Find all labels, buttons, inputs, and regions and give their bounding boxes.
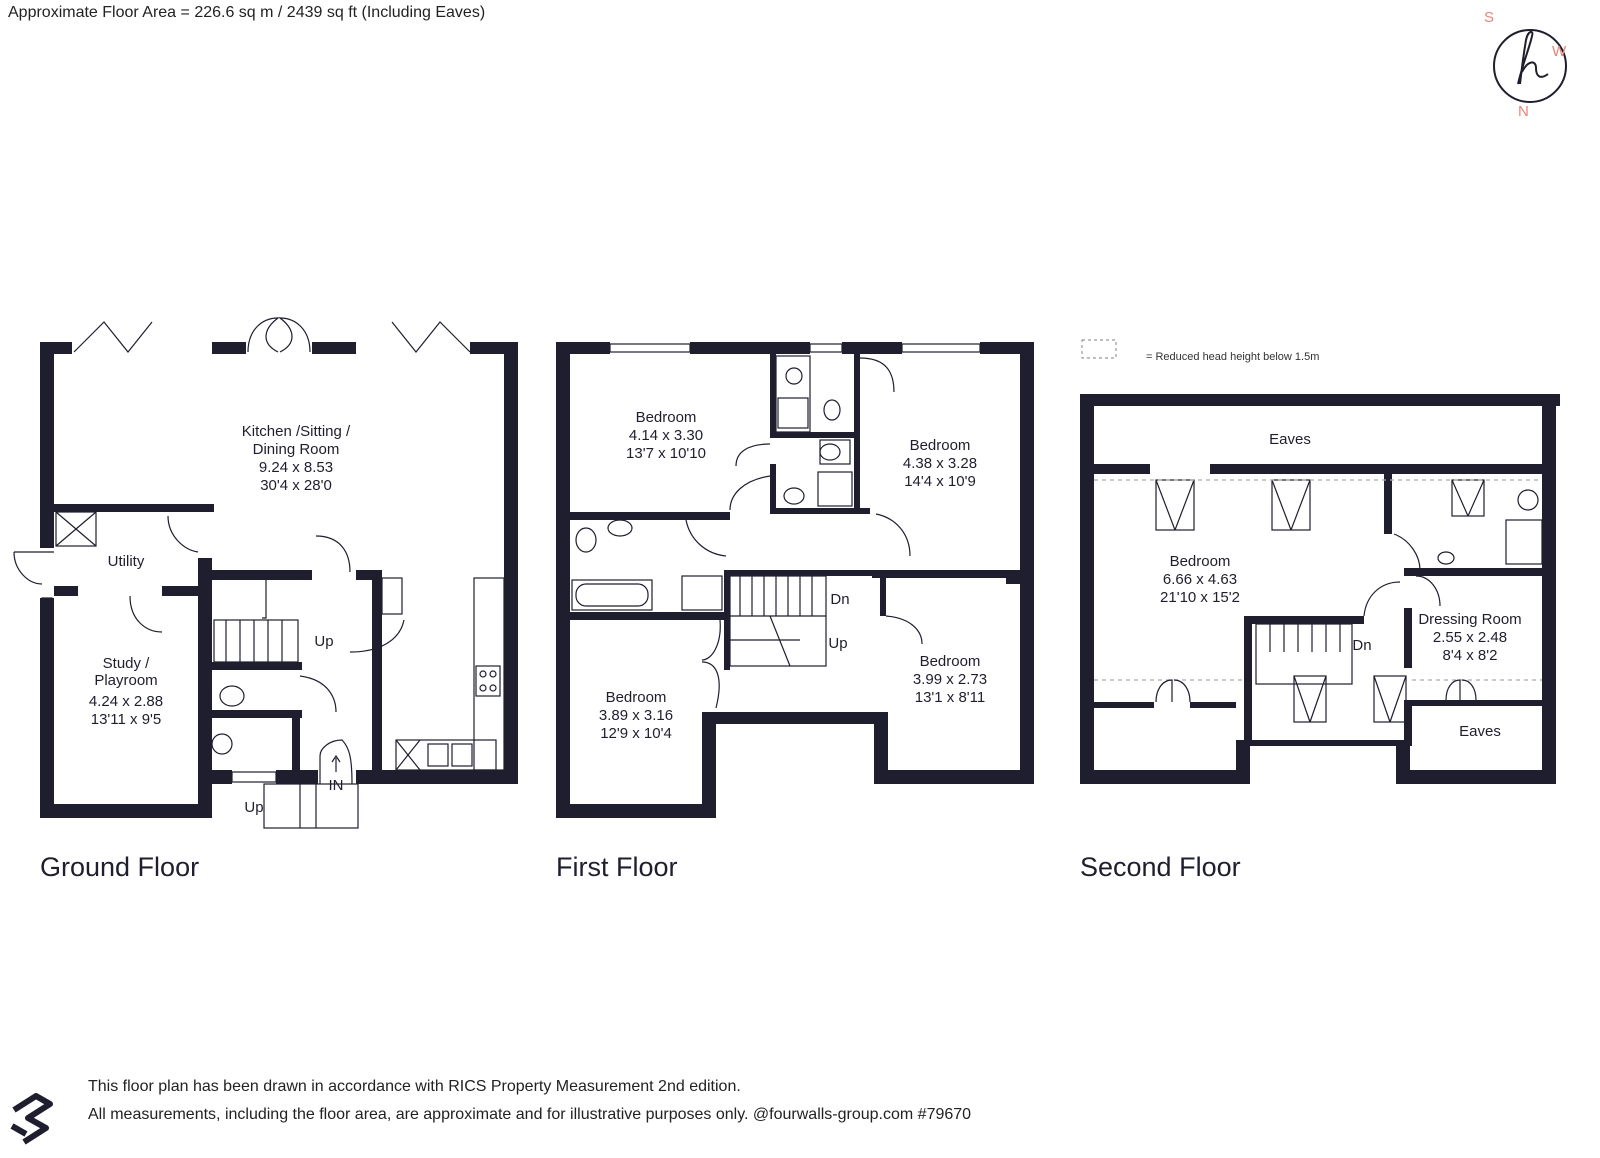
sf-bed-name: Bedroom	[1170, 553, 1231, 570]
entrance-label: IN	[329, 777, 344, 794]
kitchen-imperial: 30'4 x 28'0	[260, 477, 332, 494]
sf-dressing-imperial: 8'4 x 8'2	[1443, 647, 1498, 664]
study-metric: 4.24 x 2.88	[89, 693, 163, 710]
ff-bed2-metric: 4.38 x 3.28	[903, 455, 977, 472]
ff-bed3-imperial: 12'9 x 10'4	[600, 725, 672, 742]
footer-line-1: This floor plan has been drawn in accord…	[88, 1078, 741, 1095]
footer-line-2: All measurements, including the floor ar…	[88, 1106, 972, 1123]
sf-bed-metric: 6.66 x 4.63	[1163, 571, 1237, 588]
floor-area-header: Approximate Floor Area = 226.6 sq m / 24…	[8, 4, 486, 21]
ff-dn-label: Dn	[830, 591, 849, 608]
kitchen-label-1: Kitchen /Sitting /	[242, 423, 351, 440]
sf-bed-imperial: 21'10 x 15'2	[1160, 589, 1240, 606]
sf-eaves-top: Eaves	[1269, 431, 1311, 448]
entry-up-label: Up	[244, 799, 263, 816]
ff-bed4-name: Bedroom	[920, 653, 981, 670]
legend-text: = Reduced head height below 1.5m	[1146, 351, 1320, 363]
utility-label: Utility	[108, 553, 145, 570]
ground-floor-title: Ground Floor	[40, 852, 200, 882]
sf-dressing-name: Dressing Room	[1418, 611, 1521, 628]
compass-s: S	[1484, 9, 1494, 26]
sf-dn-label: Dn	[1352, 637, 1371, 654]
kitchen-label-2: Dining Room	[253, 441, 340, 458]
ff-up-label: Up	[828, 635, 847, 652]
ff-bed1-imperial: 13'7 x 10'10	[626, 445, 706, 462]
study-label-2: Playroom	[94, 672, 157, 689]
compass-w: W	[1552, 43, 1567, 60]
study-imperial: 13'11 x 9'5	[91, 711, 162, 728]
room-labels: Kitchen /Sitting / Dining Room 9.24 x 8.…	[89, 409, 1522, 816]
sf-dressing-metric: 2.55 x 2.48	[1433, 629, 1507, 646]
stairs-up-label: Up	[314, 633, 333, 650]
kitchen-metric: 9.24 x 8.53	[259, 459, 333, 476]
compass-n: N	[1518, 103, 1529, 118]
walls	[40, 342, 1560, 818]
second-floor-title: Second Floor	[1080, 852, 1241, 882]
ff-bed2-imperial: 14'4 x 10'9	[904, 473, 976, 490]
legend: = Reduced head height below 1.5m	[1104, 348, 1319, 366]
ff-bed3-name: Bedroom	[606, 689, 667, 706]
ff-bed4-metric: 3.99 x 2.73	[913, 671, 987, 688]
ff-bed3-metric: 3.89 x 3.16	[599, 707, 673, 724]
ff-bed4-imperial: 13'1 x 8'11	[915, 689, 986, 706]
study-label-1: Study /	[103, 655, 151, 672]
first-floor-title: First Floor	[556, 852, 678, 882]
ff-bed1-name: Bedroom	[636, 409, 697, 426]
ff-bed1-metric: 4.14 x 3.30	[629, 427, 703, 444]
fixtures	[13, 317, 1543, 829]
fourwalls-logo-icon	[10, 1093, 53, 1145]
sf-eaves-right: Eaves	[1459, 723, 1501, 740]
ff-bed2-name: Bedroom	[910, 437, 971, 454]
compass-logo: S W E N	[1484, 9, 1567, 118]
